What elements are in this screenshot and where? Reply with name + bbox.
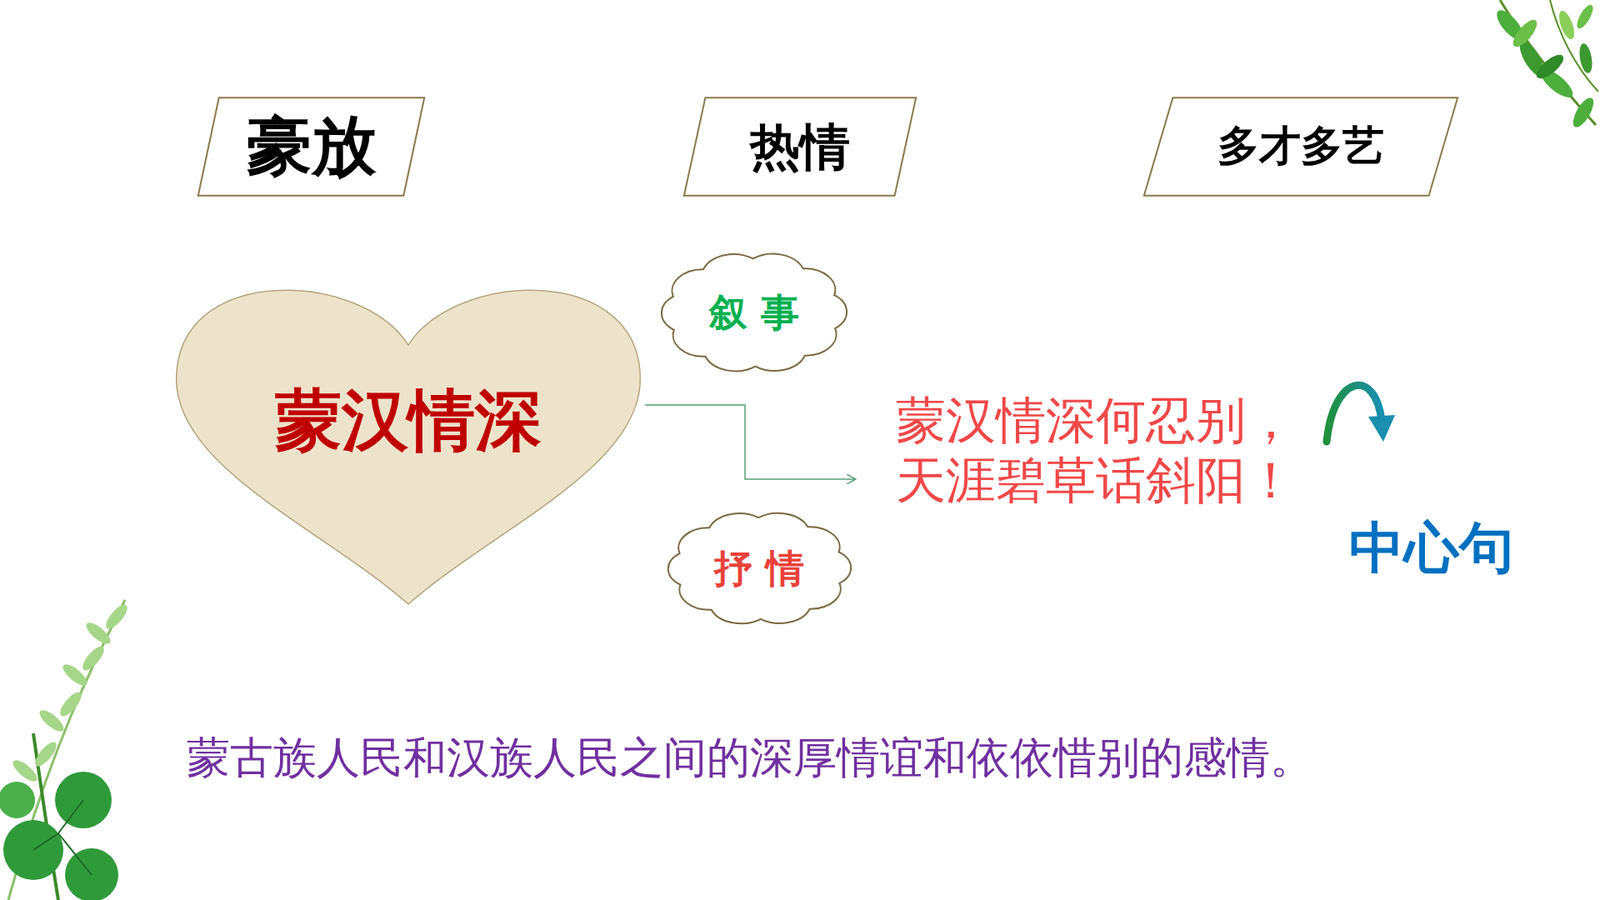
node-text: 热情 bbox=[750, 118, 850, 176]
summary-note: 蒙古族人民和汉族人民之间的深厚情谊和依依惜别的感情。 bbox=[186, 731, 1314, 784]
center-sentence: 蒙汉情深何忍别，天涯碧草话斜阳！ bbox=[895, 390, 1311, 510]
center-tag: 中心句 bbox=[1349, 515, 1515, 581]
para-shape bbox=[198, 97, 425, 196]
node-text: 叙事 bbox=[695, 290, 813, 335]
method-cloud: 叙事 bbox=[653, 241, 855, 384]
node-text: 多才多艺 bbox=[1217, 122, 1385, 171]
cloud-shape bbox=[661, 254, 847, 372]
para-shape bbox=[1144, 97, 1458, 196]
method-cloud: 抒情 bbox=[660, 501, 860, 635]
node-text: 抒情 bbox=[700, 546, 818, 591]
trait-box: 热情 bbox=[681, 96, 919, 197]
heart-shape bbox=[176, 290, 641, 605]
cloud-shape bbox=[667, 513, 850, 624]
para-shape bbox=[684, 97, 916, 196]
leaf-decoration bbox=[0, 600, 131, 900]
node-text: 豪放 bbox=[246, 109, 377, 185]
trait-box: 豪放 bbox=[195, 96, 427, 197]
trait-box: 多才多艺 bbox=[1140, 96, 1461, 197]
curved-arrow-head bbox=[1368, 415, 1395, 442]
node-text: 蒙汉情深 bbox=[275, 382, 542, 460]
leader-line bbox=[645, 405, 855, 480]
leaf-decoration bbox=[1492, 0, 1599, 130]
curved-arrow bbox=[1326, 385, 1382, 442]
theme-heart: 蒙汉情深 bbox=[171, 263, 645, 605]
